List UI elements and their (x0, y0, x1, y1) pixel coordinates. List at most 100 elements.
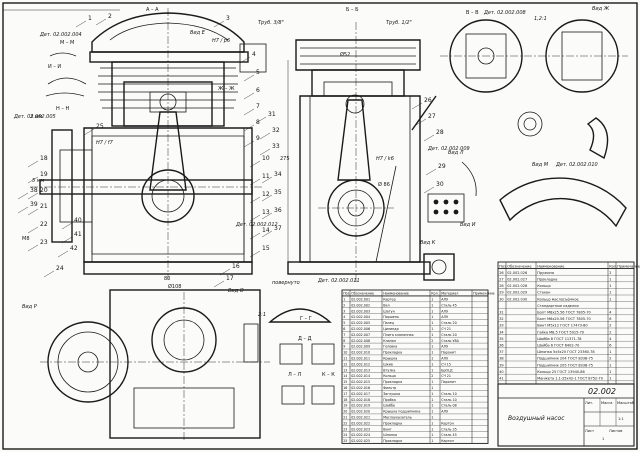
leader-number: 20 (40, 187, 48, 194)
table-cell: 1 (609, 363, 611, 367)
section-label-ii: И – И (48, 64, 61, 70)
title-block-cell: 1:1 (618, 417, 624, 421)
table-cell: СЧ 21 (441, 327, 451, 331)
leader-line (425, 168, 437, 176)
dim-275: 275 (280, 156, 290, 162)
table-cell: 02.002.008 (351, 339, 370, 343)
table-cell: Сталь 10 (441, 398, 457, 402)
table-cell: Кольцо 25 ГОСТ 13940-86 (537, 370, 585, 374)
table-cell: 1 (431, 380, 433, 384)
table-cell: 4 (609, 311, 612, 315)
table-cell: 17 (343, 392, 347, 396)
table-cell: 02.002.015 (351, 380, 370, 384)
table-cell: Паронит (441, 351, 456, 355)
leader-number: 16 (232, 263, 240, 270)
sector-view (499, 177, 627, 228)
drawing-name: Воздушный насос (508, 415, 565, 422)
table-cell: Пробка (383, 398, 396, 402)
dim-m8: M8 (22, 236, 30, 242)
table-header-cell: Наименование (383, 292, 409, 296)
table-cell: Сталь 20 (441, 333, 457, 337)
table-cell: Крышка (383, 357, 397, 361)
leader-number: 7 (256, 103, 260, 110)
leader-number: 27 (428, 113, 436, 120)
table-cell: 02.002.011 (351, 357, 370, 361)
leader-number: 37 (274, 225, 282, 232)
title-block-cell: Масса (601, 401, 612, 405)
dim-d52: Ø52 (340, 51, 350, 58)
table-cell: Картон (441, 439, 454, 443)
table-header-cell: Наименование (537, 264, 564, 268)
table-cell: Вал (383, 303, 389, 307)
table-cell: Шкив (383, 362, 393, 366)
table-cell: 02.002.017 (351, 392, 370, 396)
leader-number: 15 (262, 245, 270, 252)
leader-line (57, 250, 69, 258)
leader-number: 28 (436, 129, 444, 136)
dim-d108: Ø108 (168, 283, 181, 290)
table-cell: АЛ9 (441, 357, 448, 361)
table-cell: 02.002.006 (351, 327, 370, 331)
table-cell: 02.002.013 (351, 368, 370, 372)
table-header-cell: Кол. (609, 264, 617, 268)
table-cell: СЧ 15 (441, 362, 451, 366)
table-cell: 1 (609, 350, 611, 354)
view-label-zh: Вид Ж (592, 6, 610, 12)
leader-line (249, 178, 261, 186)
leader-line (95, 18, 107, 26)
table-cell: 1 (431, 398, 433, 402)
table-cell: Прокладка (537, 278, 557, 282)
table-cell: 02.002.003 (351, 309, 370, 313)
title-block-frame (497, 383, 635, 447)
table-cell: 40 (499, 370, 503, 374)
table-cell: 10 (343, 351, 347, 355)
table-cell: Стандартные изделия (537, 304, 578, 308)
leader-number: 9 (256, 135, 260, 142)
table-cell: 02.002.005 (351, 321, 370, 325)
table-cell: 19 (343, 404, 347, 408)
valve-detail-view (423, 253, 455, 281)
table-cell: Паронит (441, 380, 456, 384)
leader-number: 30 (436, 181, 444, 188)
view-label-i: Вид И (460, 222, 476, 228)
table-header-cell: Примечание (473, 292, 495, 296)
table-cell: АЛ9 (441, 298, 448, 302)
table-cell: Шайба (383, 404, 395, 408)
rotated-note: повернуто (272, 280, 300, 286)
table-cell: 02.002.004 (351, 315, 370, 319)
table-cell: 32 (499, 317, 503, 321)
fit-note-2: Н7 / k6 (376, 156, 394, 162)
table-cell: 1 (609, 377, 611, 381)
leader-number: 19 (40, 171, 48, 178)
section-label-ll: Л – Л (288, 372, 301, 378)
leader-number: 23 (40, 239, 48, 246)
leader-number: 34 (274, 171, 282, 178)
leader-number: 29 (438, 163, 446, 170)
table-cell: Картон (441, 421, 454, 425)
leader-line (415, 118, 427, 126)
leader-line (61, 236, 73, 244)
table-cell: 11 (343, 357, 347, 361)
table-cell: Кольцо маслосъёмное (537, 297, 578, 301)
leader-line (249, 214, 261, 222)
section-label-dd: Д – Д (298, 336, 312, 342)
table-cell: 16 (343, 386, 347, 390)
table-cell: Сталь 08 (441, 404, 457, 408)
leader-line (243, 140, 255, 148)
table-cell: 1 (431, 333, 433, 337)
table-cell: 41 (499, 377, 503, 381)
leader-number: 13 (262, 209, 270, 216)
side-section-view (287, 22, 437, 282)
table-cell: 9 (343, 345, 345, 349)
table-cell: 1 (431, 404, 433, 408)
part-ref-011: Дет. 02.002.011 (317, 278, 360, 284)
table-cell: Подшипник 204 ГОСТ 8338-75 (537, 357, 593, 361)
table-cell: 3 (343, 309, 345, 313)
leader-number: 42 (70, 245, 78, 252)
table-header-cell: Поз. (343, 292, 350, 296)
table-cell: Клапан (383, 339, 396, 343)
leader-number: 25 (96, 123, 104, 130)
leader-number: 1 (88, 15, 92, 22)
